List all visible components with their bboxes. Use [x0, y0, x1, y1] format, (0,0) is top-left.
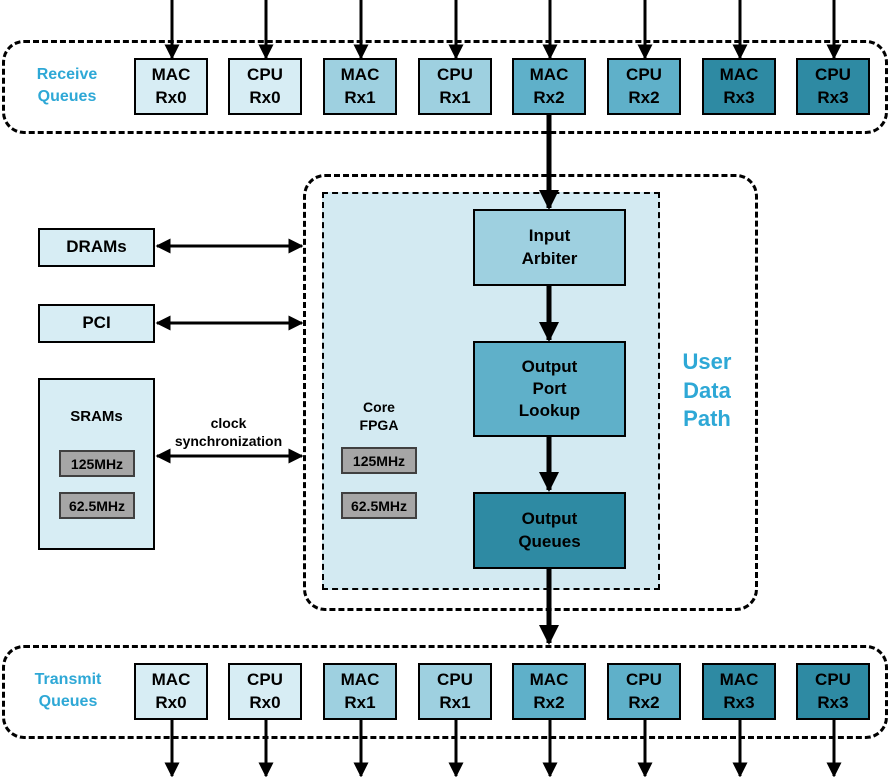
tx-queue-cpu-0: CPU Rx0: [228, 663, 302, 720]
tx-queue-mac-1: MAC Rx1: [323, 663, 397, 720]
transmit-output-arrows: [164, 720, 842, 777]
rx-queue-mac-1: MAC Rx1: [323, 58, 397, 115]
rx-queue-cpu-2: CPU Rx2: [607, 58, 681, 115]
rx-queue-mac-3: MAC Rx3: [702, 58, 776, 115]
rx-queue-cpu-3: CPU Rx3: [796, 58, 870, 115]
tx-queue-cpu-2: CPU Rx2: [607, 663, 681, 720]
transmit-queues-region: [2, 645, 888, 739]
output-port-lookup-box: Output Port Lookup: [473, 341, 626, 437]
srams-box: SRAMs 125MHz 62.5MHz: [38, 378, 155, 550]
output-queues-box: Output Queues: [473, 492, 626, 569]
receive-queues-region: [2, 40, 888, 134]
clock-synchronization-label: clock synchronization: [174, 415, 283, 450]
rx-queue-cpu-0: CPU Rx0: [228, 58, 302, 115]
input-arbiter-box: Input Arbiter: [473, 209, 626, 286]
rx-queue-cpu-1: CPU Rx1: [418, 58, 492, 115]
transmit-queues-label: Transmit Queues: [34, 671, 102, 710]
receive-queues-label: Receive Queues: [36, 66, 98, 105]
sram-clock-62-5mhz: 62.5MHz: [59, 492, 135, 519]
side-bidirectional-arrows: [155, 238, 304, 464]
fpga-clock-62-5mhz: 62.5MHz: [341, 492, 417, 519]
drams-box: DRAMs: [38, 228, 155, 267]
pci-box: PCI: [38, 304, 155, 343]
tx-queue-cpu-3: CPU Rx3: [796, 663, 870, 720]
tx-queue-mac-0: MAC Rx0: [134, 663, 208, 720]
user-data-path-label: User Data Path: [682, 349, 732, 432]
rx-queue-mac-0: MAC Rx0: [134, 58, 208, 115]
tx-queue-mac-2: MAC Rx2: [512, 663, 586, 720]
receive-input-arrows: [164, 0, 842, 60]
srams-label: SRAMs: [70, 408, 123, 425]
tx-queue-cpu-1: CPU Rx1: [418, 663, 492, 720]
fpga-clock-125mhz: 125MHz: [341, 447, 417, 474]
rx-queue-mac-2: MAC Rx2: [512, 58, 586, 115]
sram-clock-125mhz: 125MHz: [59, 450, 135, 477]
core-fpga-label: Core FPGA: [359, 399, 399, 434]
user-data-path-region: [303, 174, 758, 611]
tx-queue-mac-3: MAC Rx3: [702, 663, 776, 720]
